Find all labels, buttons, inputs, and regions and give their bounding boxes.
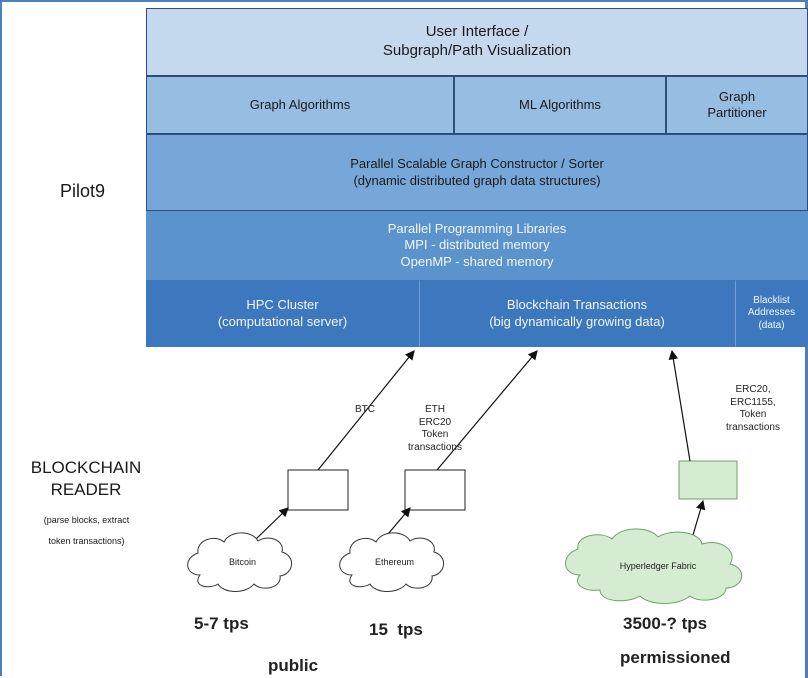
layer-graph-algorithms: Graph Algorithms <box>146 76 454 134</box>
eth-label-line1: ETH <box>425 404 445 415</box>
partitioner-line2: Partitioner <box>707 105 767 120</box>
ui-line1: User Interface / <box>425 23 529 41</box>
layer-graph-partitioner: Graph Partitioner <box>666 76 808 134</box>
ethereum-label: Ethereum <box>374 557 415 567</box>
reader-line2: READER <box>50 480 122 500</box>
pilot-label: Pilot9 <box>60 181 106 201</box>
btc-arrow <box>317 350 415 471</box>
constructor-line1: Parallel Scalable Graph Constructor / So… <box>350 156 604 172</box>
eth-arrow <box>436 350 538 471</box>
hyperledger-fabric-label: Hyperledger Fabric <box>619 561 697 571</box>
fabric-cloud <box>565 528 742 604</box>
reader-title: BLOCKCHAIN READER <box>6 457 166 501</box>
permissioned-category: permissioned <box>620 648 731 667</box>
layer-programming-libraries: Parallel Programming Libraries MPI - dis… <box>146 211 808 280</box>
libraries-line2: MPI - distributed memory <box>404 237 550 253</box>
transactions-line1: Blockchain Transactions <box>506 297 648 313</box>
btc-label: BTC <box>355 404 375 415</box>
eth-label: ETH ERC20 Token transactions <box>400 404 470 454</box>
libraries-line3: OpenMP - shared memory <box>400 253 554 269</box>
layer-blockchain-transactions: Blockchain Transactions (big dynamically… <box>419 280 735 347</box>
bitcoin-parser-box <box>287 469 349 511</box>
fabric-arrow <box>668 349 691 462</box>
layer-hpc-cluster: HPC Cluster (computational server) <box>146 280 419 347</box>
layer-ml-algorithms: ML Algorithms <box>454 76 666 134</box>
fabric-parser-box <box>678 460 738 500</box>
hpc-line1: HPC Cluster <box>246 297 319 313</box>
fabric-label: ERC20, ERC1155, Token transactions <box>713 384 793 434</box>
reader-note: (parse blocks, extract token transaction… <box>14 510 159 551</box>
layer-graph-constructor: Parallel Scalable Graph Constructor / So… <box>146 134 808 211</box>
ethereum-cloud <box>339 532 444 592</box>
reader-note2: token transactions) <box>48 535 125 546</box>
fabric-label-line2: ERC1155, <box>730 396 776 408</box>
layer-user-interface: User Interface / Subgraph/Path Visualiza… <box>146 8 808 76</box>
blacklist-line1: Blacklist <box>753 294 790 306</box>
fabric-label-line1: ERC20, <box>735 384 771 395</box>
bitcoin-throughput: 5-7 tps <box>194 614 249 633</box>
ml-algorithms-label: ML Algorithms <box>519 96 601 112</box>
ethereum-parser-box <box>404 469 466 511</box>
eth-label-line4: transactions <box>408 441 462 453</box>
blacklist-line2: Addresses <box>747 307 796 319</box>
constructor-line2: (dynamic distributed graph data structur… <box>353 172 601 188</box>
ethereum-throughput: 15 tps <box>369 620 423 639</box>
eth-label-line3: Token <box>421 429 449 440</box>
bitcoin-cloud <box>187 532 292 592</box>
bitcoin-label: Bitcoin <box>228 557 256 567</box>
reader-line1: BLOCKCHAIN <box>30 458 142 477</box>
fabric-label-line4: transactions <box>726 421 780 433</box>
fabric-label-line3: Token <box>739 409 767 420</box>
eth-label-line2: ERC20 <box>418 416 452 428</box>
graph-algorithms-label: Graph Algorithms <box>249 96 351 112</box>
fabric-throughput: 3500-? tps <box>623 614 708 633</box>
hpc-line2: (computational server) <box>217 313 348 329</box>
fabric-to-parser-arrow <box>692 499 706 536</box>
public-category: public <box>268 656 319 675</box>
libraries-line1: Parallel Programming Libraries <box>387 221 567 237</box>
reader-note1: (parse blocks, extract <box>43 515 130 525</box>
transactions-line2: (big dynamically growing data) <box>489 313 665 329</box>
ui-line2: Subgraph/Path Visualization <box>382 42 572 59</box>
partitioner-line1: Graph <box>718 88 756 104</box>
blacklist-line3: (data) <box>758 319 785 331</box>
bitcoin-to-parser-arrow <box>254 507 289 541</box>
